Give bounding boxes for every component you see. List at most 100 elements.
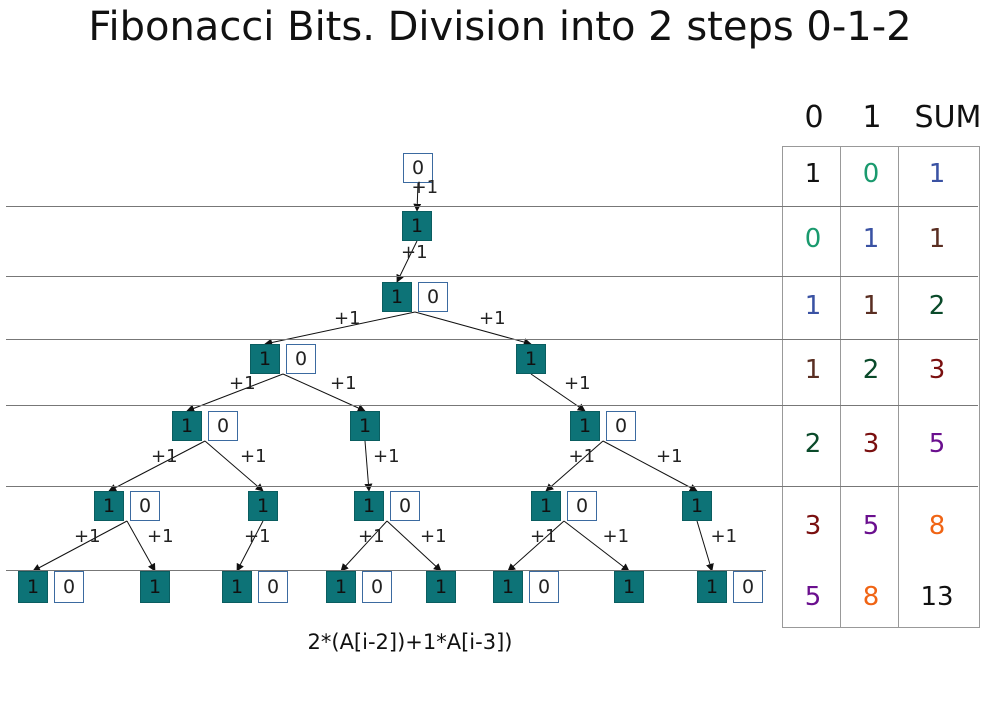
table-cell: 3 xyxy=(804,511,822,541)
increment-label: +1 xyxy=(564,372,591,394)
table-cell: 2 xyxy=(862,355,880,385)
transition-arrow xyxy=(507,520,565,572)
table-cell: 1 xyxy=(862,224,880,254)
table-cell: 5 xyxy=(928,428,946,459)
table-header: 1 xyxy=(862,100,882,135)
level-separator xyxy=(6,570,766,571)
transition-arrow xyxy=(602,440,698,492)
transition-arrow xyxy=(386,520,442,572)
level-separator xyxy=(6,339,978,340)
bit-one: 1 xyxy=(516,344,546,374)
increment-label: +1 xyxy=(330,372,357,394)
transition-arrow xyxy=(545,440,604,492)
transition-arrow xyxy=(530,373,586,412)
bit-one: 1 xyxy=(614,571,644,603)
transition-arrow xyxy=(563,520,630,572)
increment-label: +1 xyxy=(479,308,506,329)
increment-label: +1 xyxy=(602,526,630,547)
table-cell: 8 xyxy=(928,511,946,541)
bit-one: 1 xyxy=(222,571,252,603)
recurrence-formula: 2*(A[i-2])+1*A[i-3]) xyxy=(307,630,513,654)
transition-arrow xyxy=(340,520,388,572)
increment-label: +1 xyxy=(420,526,447,547)
table-cell: 3 xyxy=(862,428,880,459)
increment-label: +1 xyxy=(568,446,596,467)
table-border xyxy=(898,146,899,627)
table-header: SUM xyxy=(914,100,982,135)
bit-zero: 0 xyxy=(208,411,238,441)
increment-label: +1 xyxy=(656,446,683,467)
transition-arrow xyxy=(414,311,532,346)
bit-zero: 0 xyxy=(418,282,448,312)
table-cell: 0 xyxy=(862,159,880,189)
table-border xyxy=(840,146,841,627)
table-cell: 2 xyxy=(928,290,946,321)
transition-arrow xyxy=(696,520,714,572)
increment-label: +1 xyxy=(74,526,101,547)
increment-label: +1 xyxy=(373,446,400,467)
level-separator xyxy=(6,405,978,406)
transition-arrow xyxy=(396,240,418,283)
bit-zero: 0 xyxy=(258,571,288,603)
table-cell: 0 xyxy=(804,224,822,254)
table-border xyxy=(782,627,980,628)
table-cell: 2 xyxy=(804,428,822,459)
increment-label: +1 xyxy=(411,177,439,198)
increment-label: +1 xyxy=(151,446,178,467)
bit-zero: 0 xyxy=(733,571,763,603)
transition-arrow xyxy=(204,440,264,492)
transition-arrow xyxy=(108,440,206,492)
transition-arrow xyxy=(126,520,156,572)
bit-one: 1 xyxy=(18,571,48,603)
table-cell: 5 xyxy=(804,581,822,612)
bit-one: 1 xyxy=(570,411,600,441)
bit-one: 1 xyxy=(354,491,384,521)
bit-zero: 0 xyxy=(362,571,392,603)
table-cell: 5 xyxy=(862,511,880,541)
level-separator xyxy=(6,206,978,207)
level-separator xyxy=(6,486,978,487)
increment-label: +1 xyxy=(240,446,267,467)
bit-one: 1 xyxy=(531,491,561,521)
increment-label: +1 xyxy=(334,308,361,329)
bit-zero: 0 xyxy=(130,491,160,521)
bit-one: 1 xyxy=(382,282,412,312)
increment-label: +1 xyxy=(147,526,174,547)
bit-zero: 0 xyxy=(529,571,559,603)
bit-zero: 0 xyxy=(606,411,636,441)
bit-one: 1 xyxy=(402,211,432,241)
table-border xyxy=(979,146,980,627)
bit-zero: 0 xyxy=(390,491,420,521)
table-cell: 1 xyxy=(804,290,822,321)
transition-arrow xyxy=(186,373,284,413)
bit-zero: 0 xyxy=(286,344,316,374)
level-separator xyxy=(6,276,978,277)
bit-zero: 0 xyxy=(54,571,84,603)
increment-label: +1 xyxy=(229,372,256,394)
table-cell: 1 xyxy=(804,159,822,189)
bit-one: 1 xyxy=(326,571,356,603)
bit-one: 1 xyxy=(248,491,278,521)
table-border xyxy=(782,146,783,627)
table-cell: 3 xyxy=(928,355,946,385)
table-header: 0 xyxy=(804,100,824,135)
increment-label: +1 xyxy=(710,526,738,547)
bit-zero: 0 xyxy=(567,491,597,521)
table-cell: 1 xyxy=(928,224,946,254)
increment-label: +1 xyxy=(244,526,271,547)
table-border xyxy=(782,146,980,147)
transition-arrow xyxy=(236,520,264,572)
transition-arrow xyxy=(264,311,416,347)
bit-one: 1 xyxy=(697,571,727,603)
transition-arrow xyxy=(282,373,366,412)
table-cell: 1 xyxy=(862,290,880,321)
bit-one: 1 xyxy=(350,411,380,441)
page-title: Fibonacci Bits. Division into 2 steps 0-… xyxy=(88,4,912,50)
bit-one: 1 xyxy=(250,344,280,374)
bit-one: 1 xyxy=(682,491,712,521)
table-cell: 8 xyxy=(862,581,880,612)
bit-one: 1 xyxy=(493,571,523,603)
increment-label: +1 xyxy=(401,241,428,263)
